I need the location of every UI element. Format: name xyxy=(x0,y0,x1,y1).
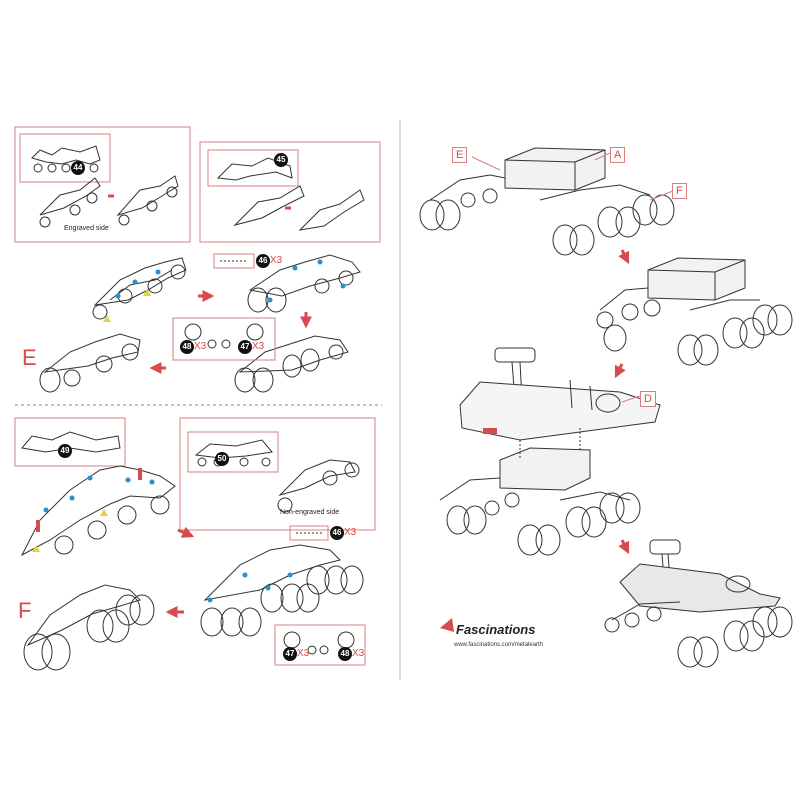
step-f-markers xyxy=(32,468,293,603)
step-e-markers xyxy=(103,259,346,322)
brand-logo-icon xyxy=(440,618,454,632)
part-number-badge: 44 xyxy=(71,161,85,175)
part-number-badge: 46 xyxy=(256,254,270,268)
part-number-badge: 47 xyxy=(283,647,297,661)
rover-assembly-3 xyxy=(439,347,661,556)
part-number-badge: 48 xyxy=(338,647,352,661)
quantity-label: X3 xyxy=(194,341,207,352)
part-number-badge: 46 xyxy=(330,526,344,540)
step-f-arrows xyxy=(165,526,195,618)
step-f-letter: F xyxy=(18,598,32,623)
callout-f: F xyxy=(672,183,687,199)
non-engraved-side-note: Non-engraved side xyxy=(280,509,340,516)
step-e-diagram xyxy=(14,126,381,393)
rover-assembly-2 xyxy=(596,257,793,366)
part-number-badge: 48 xyxy=(180,340,194,354)
rover-assembly-final xyxy=(604,539,793,668)
brand-name: Fascinations xyxy=(456,622,536,637)
step-f-diagram xyxy=(14,417,376,671)
quantity-label: X3 xyxy=(252,341,265,352)
callout-e: E xyxy=(452,147,468,163)
engraved-side-note: Engraved side xyxy=(64,225,109,232)
callout-a: A xyxy=(610,147,626,163)
part-number-badge: 47 xyxy=(238,340,252,354)
red-highlight xyxy=(483,428,497,434)
rover-assembly-1 xyxy=(419,147,675,256)
part-number-badge: 45 xyxy=(274,153,288,167)
right-arrows xyxy=(614,249,630,555)
callout-d: D xyxy=(640,391,656,407)
step-e-letter: E xyxy=(22,345,37,370)
quantity-label: X3 xyxy=(344,527,357,538)
quantity-label: X3 xyxy=(270,255,283,266)
brand-url: www.fascinations.com/metalearth xyxy=(454,642,544,648)
part-number-badge: 50 xyxy=(215,452,229,466)
quantity-label: X3 xyxy=(297,648,310,659)
part-number-badge: 49 xyxy=(58,444,72,458)
quantity-label: X3 xyxy=(352,648,365,659)
step-e-arrows xyxy=(149,290,312,374)
